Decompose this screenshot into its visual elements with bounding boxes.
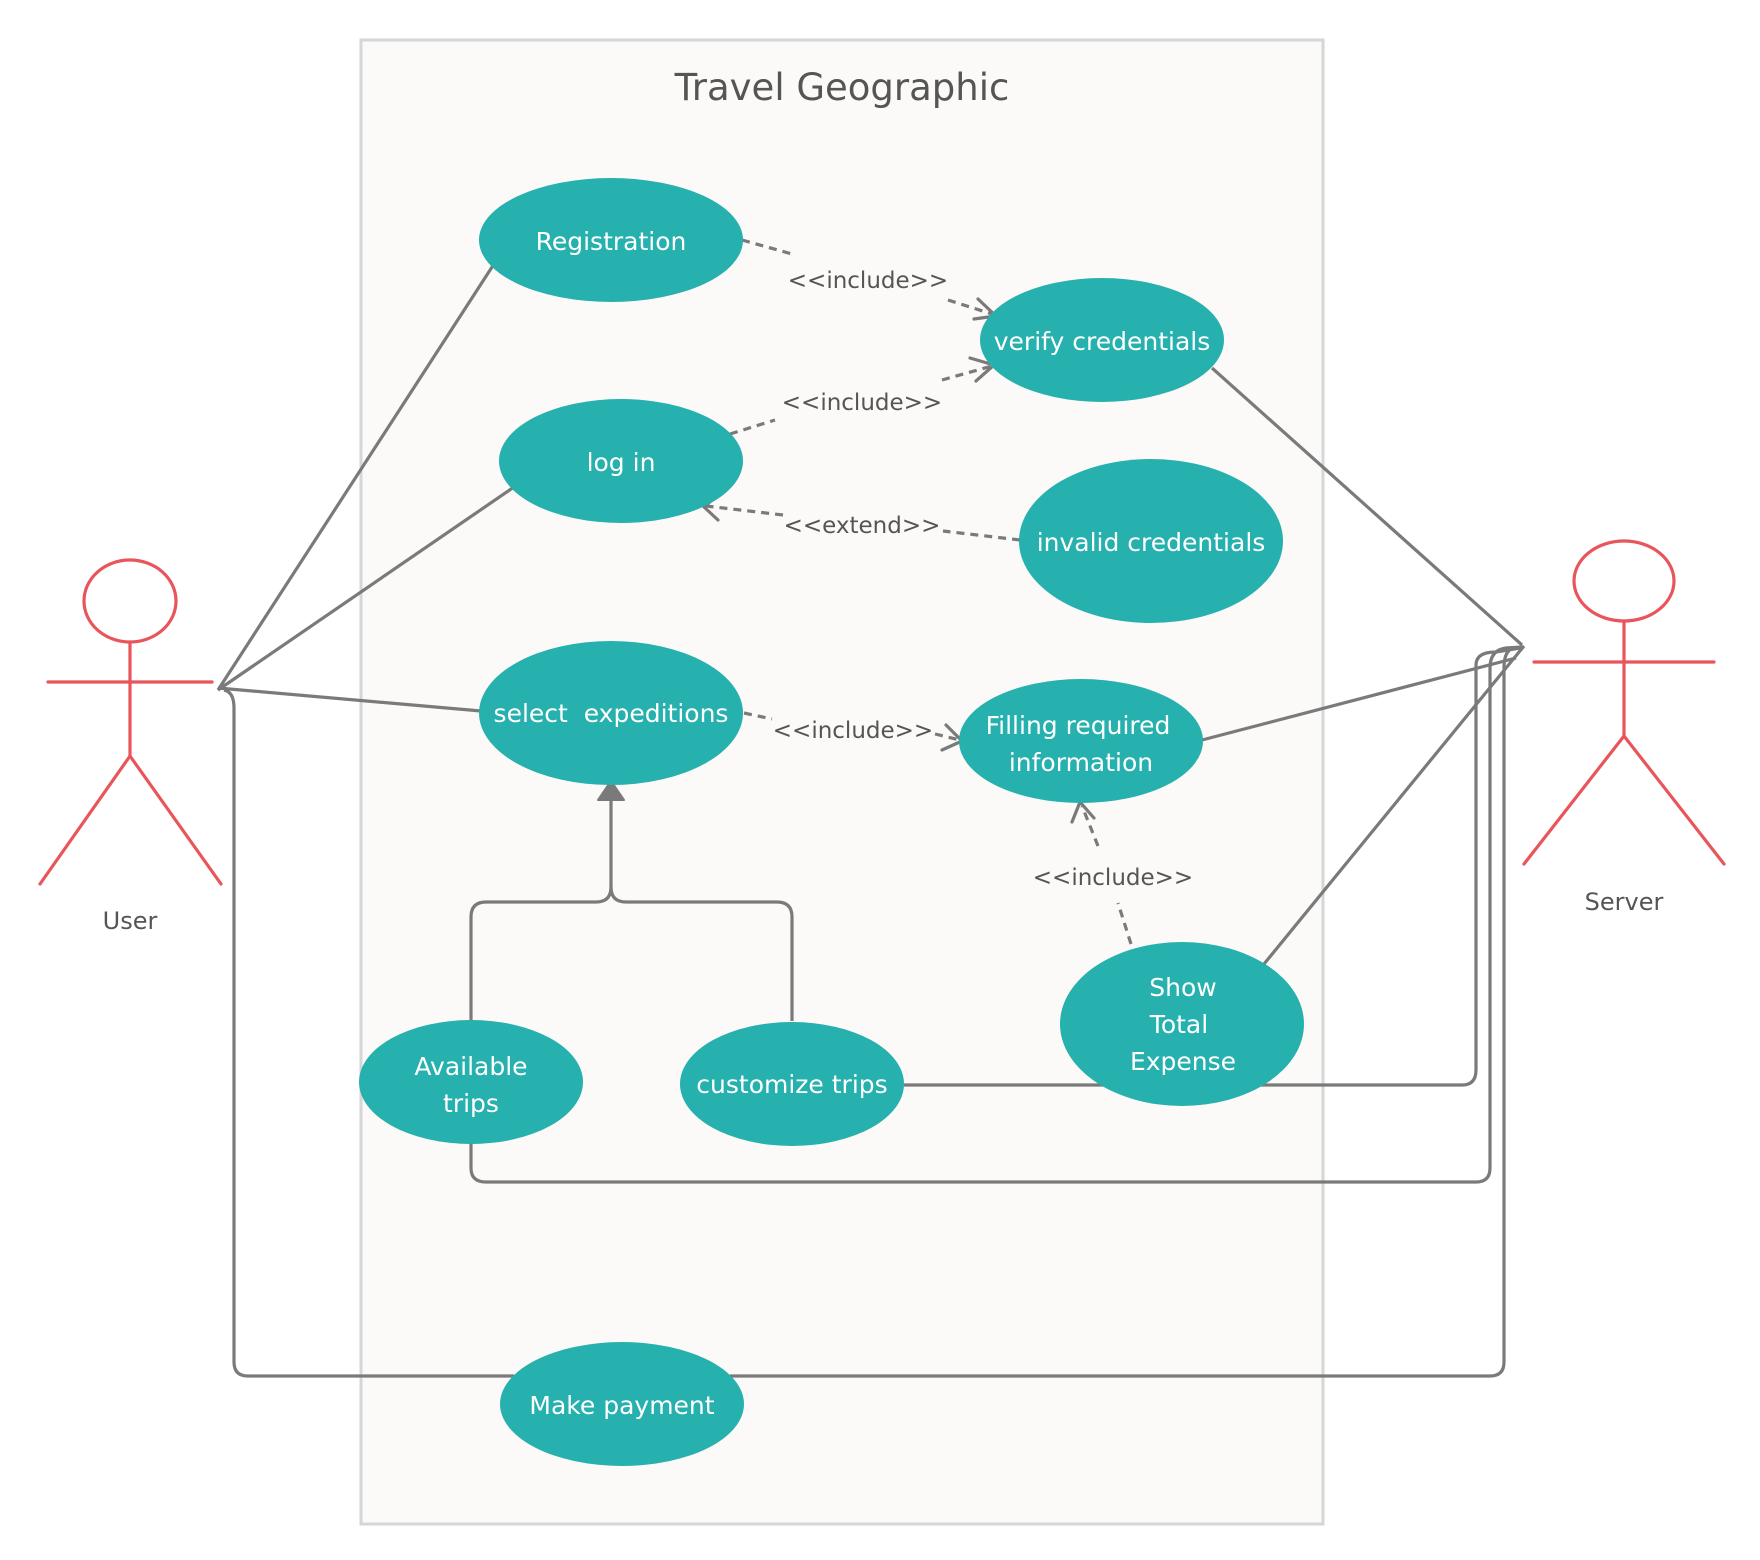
use-case-registration[interactable]: Registration	[479, 178, 743, 302]
actor-user-left-leg	[38, 754, 132, 886]
use-case-invalid-credentials-label: invalid credentials	[1037, 528, 1266, 557]
user-associations	[216, 263, 515, 1378]
assoc-available-server	[469, 645, 1523, 1184]
use-case-verify-credentials-label: verify credentials	[994, 327, 1211, 356]
system-title: Travel Geographic	[674, 66, 1010, 109]
use-case-customize-trips-label: customize trips	[696, 1070, 887, 1099]
use-case-available-trips-line-2: trips	[443, 1089, 499, 1118]
use-case-verify-credentials[interactable]: verify credentials	[980, 278, 1224, 402]
assoc-user-make-payment	[223, 688, 514, 1378]
actor-user-head	[82, 558, 178, 644]
use-case-filling-required-information[interactable]: Filling required information	[959, 679, 1203, 803]
assoc-user-select-expeditions	[217, 686, 482, 713]
actor-server-right-leg	[1622, 734, 1726, 866]
generalization-customize-trips	[609, 886, 794, 1021]
use-case-registration-label: Registration	[536, 227, 687, 256]
assoc-verify-server	[1210, 366, 1524, 647]
use-case-available-trips[interactable]: Available trips	[359, 1020, 583, 1144]
label-registration-include: <<include>>	[788, 268, 948, 294]
label-invalid-extend: <<extend>>	[784, 513, 941, 539]
actor-server-left-leg	[1522, 734, 1626, 866]
generalization-arrowhead	[597, 780, 625, 801]
use-case-invalid-credentials[interactable]: invalid credentials	[1019, 459, 1283, 623]
dep-registration-verify-b	[947, 298, 993, 316]
dep-select-filling-a	[743, 711, 773, 721]
assoc-user-login	[217, 485, 515, 692]
use-case-show-total-expense[interactable]: Show Total Expense	[1060, 942, 1304, 1106]
use-case-show-total-line-2: Total	[1149, 1010, 1208, 1039]
assoc-customize-server	[904, 646, 1521, 1087]
dep-login-verify-b	[941, 364, 993, 382]
actor-user-label: User	[103, 907, 158, 935]
dep-show-filling-b	[1080, 805, 1100, 847]
dep-select-filling-b	[934, 732, 961, 742]
server-associations	[469, 366, 1526, 1378]
use-case-filling-line-1: Filling required	[986, 711, 1171, 740]
label-show-include: <<include>>	[1033, 865, 1193, 891]
use-case-filling-line-2: information	[1009, 748, 1153, 777]
label-select-include: <<include>>	[773, 718, 933, 744]
actor-user-right-leg	[128, 754, 223, 886]
use-case-show-total-line-1: Show	[1149, 973, 1216, 1002]
use-case-show-total-line-3: Expense	[1130, 1047, 1236, 1076]
use-case-make-payment-label: Make payment	[529, 1391, 714, 1420]
assoc-filling-server	[1201, 656, 1517, 742]
use-case-select-expeditions-label: select expeditions	[494, 699, 729, 728]
use-case-customize-trips[interactable]: customize trips	[680, 1022, 904, 1146]
assoc-show-total-server	[1262, 644, 1526, 966]
actor-server-label: Server	[1585, 888, 1664, 916]
dep-login-verify-a	[729, 418, 776, 436]
assoc-user-registration	[216, 263, 496, 691]
label-login-include: <<include>>	[782, 390, 942, 416]
generalization-trips	[469, 780, 794, 1021]
use-case-make-payment[interactable]: Make payment	[500, 1342, 744, 1466]
actor-server[interactable]	[1522, 539, 1726, 866]
use-case-select-expeditions[interactable]: select expeditions	[479, 641, 743, 785]
use-case-log-in-label: log in	[587, 448, 656, 477]
dep-show-filling-a	[1116, 902, 1133, 945]
actor-server-head	[1572, 539, 1676, 623]
assoc-payment-server	[730, 645, 1525, 1378]
use-case-log-in[interactable]: log in	[499, 399, 743, 523]
actor-user[interactable]	[38, 558, 223, 886]
dep-registration-verify-a	[741, 238, 793, 256]
use-case-available-trips-line-1: Available	[414, 1052, 527, 1081]
